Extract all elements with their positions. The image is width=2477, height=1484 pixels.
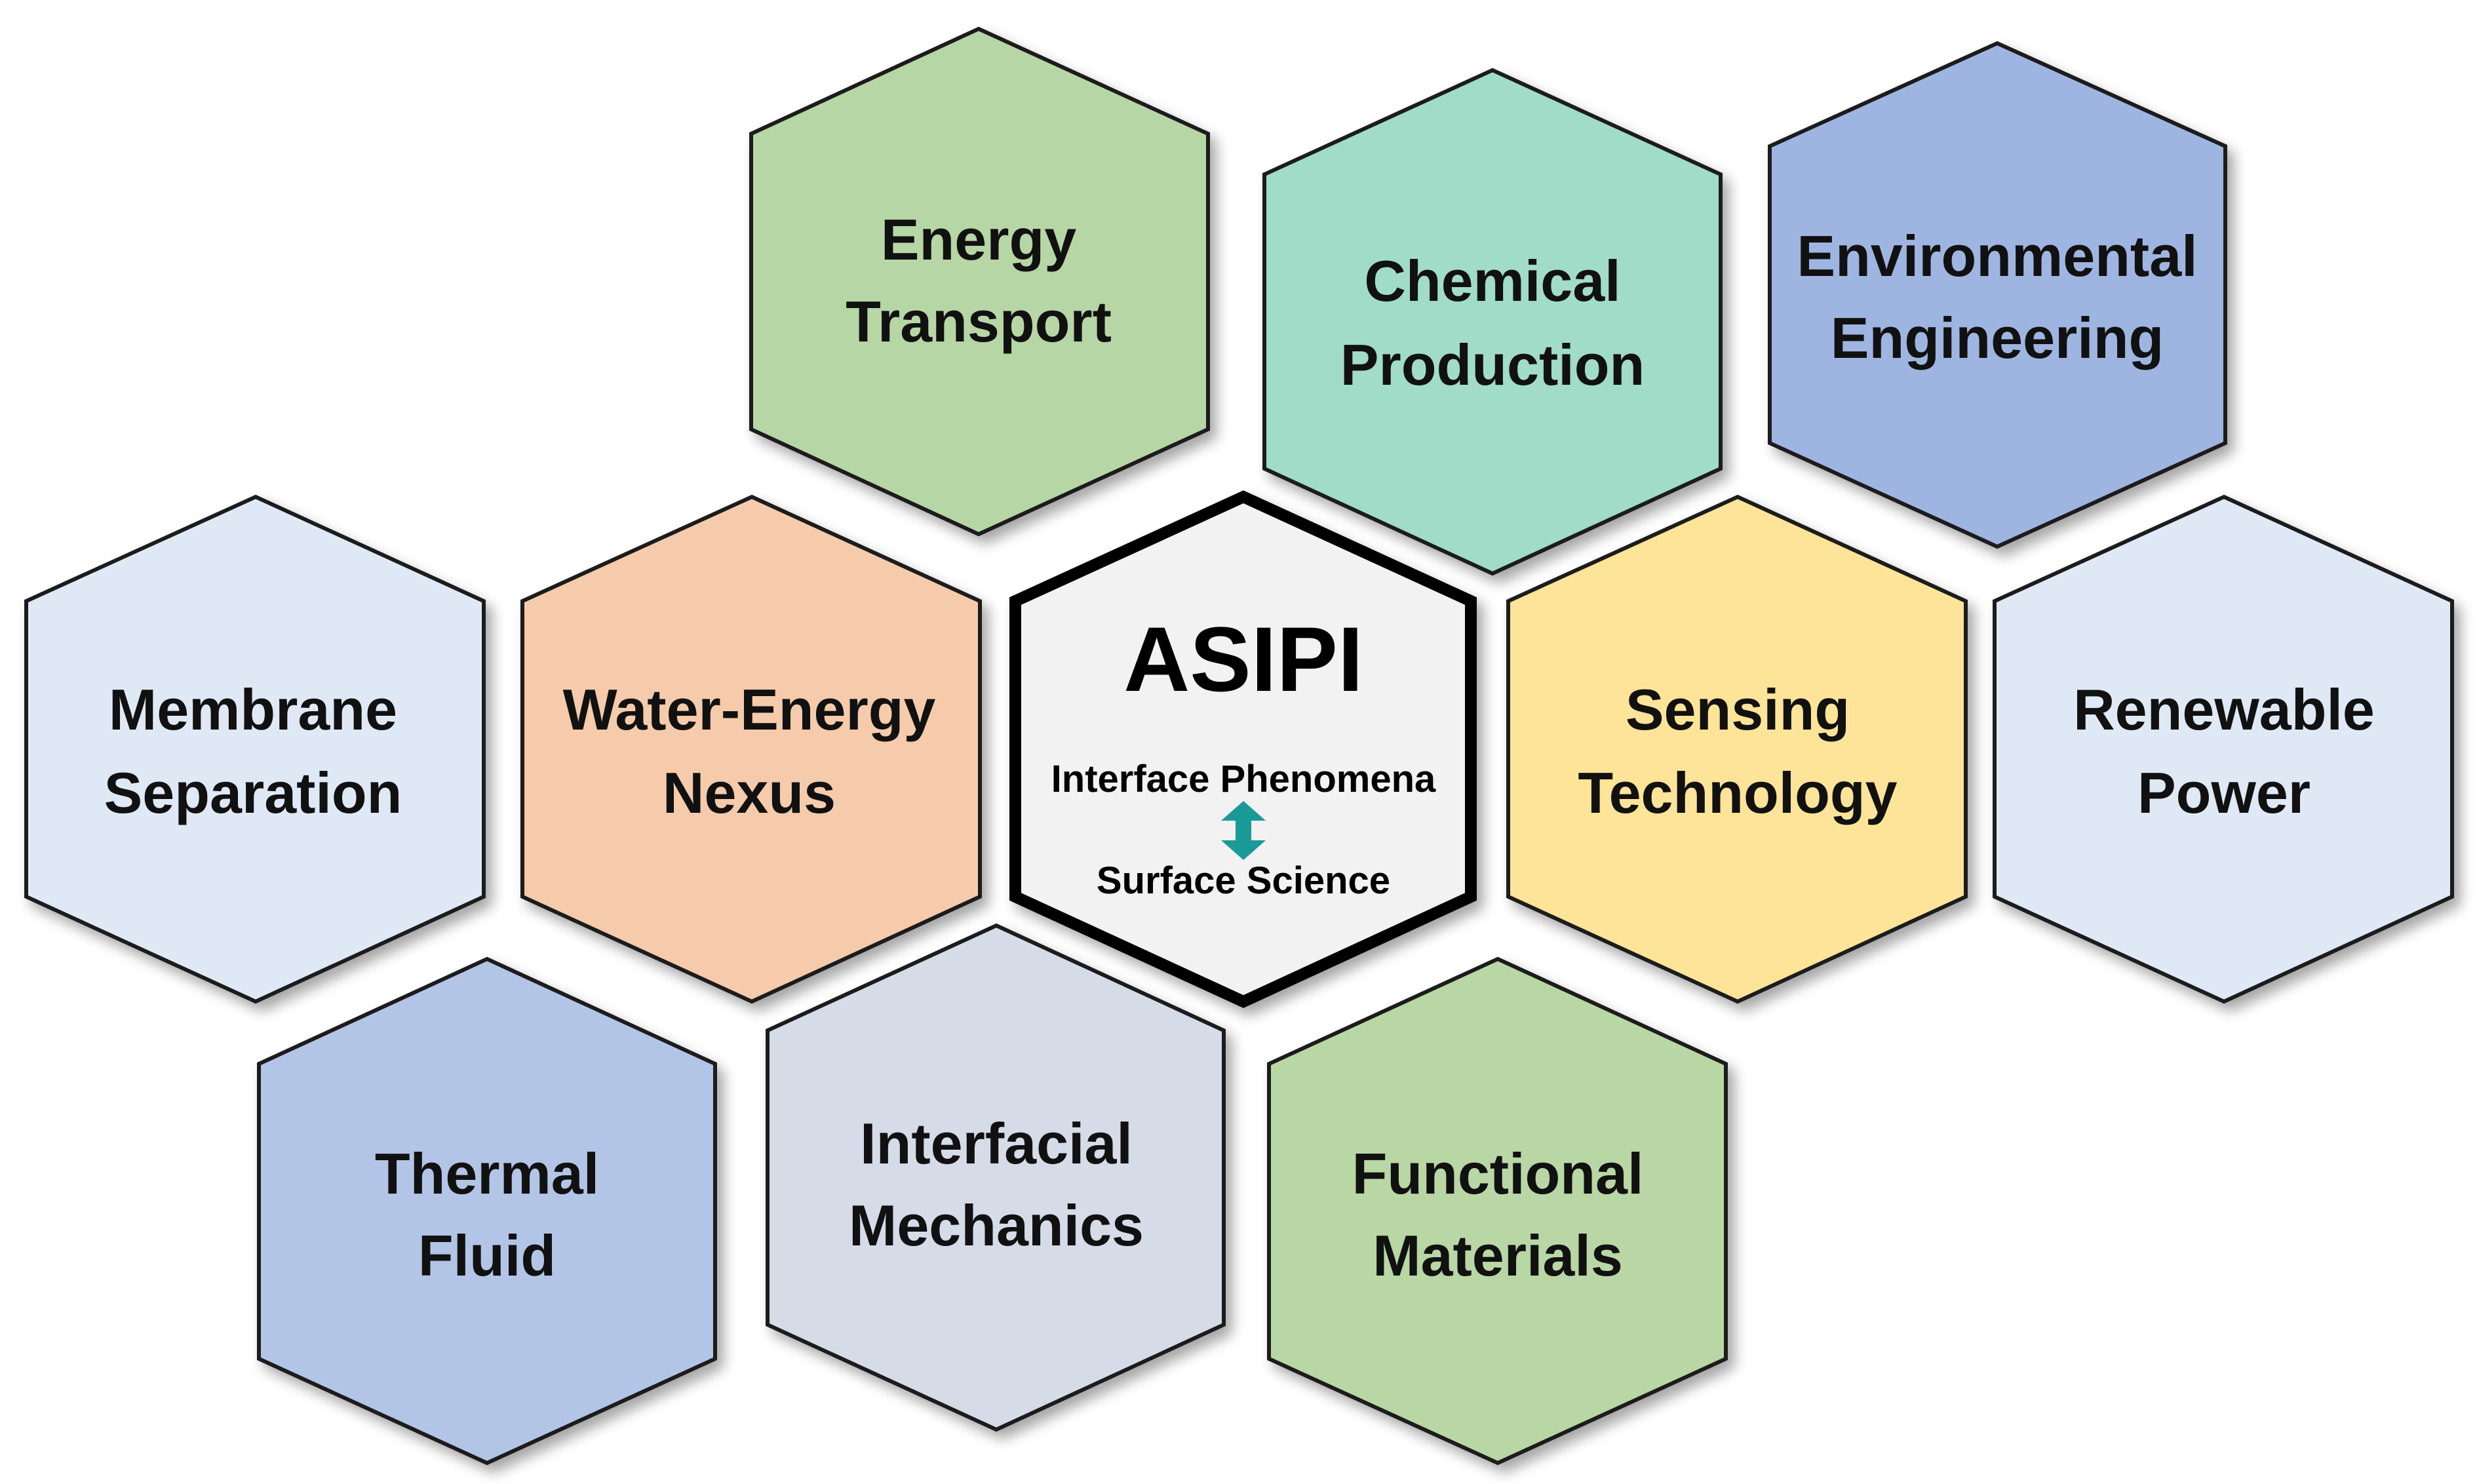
hex-shape [1262,68,1723,576]
hex-label-line2: Technology [1578,760,1897,825]
hex-shape [749,26,1210,537]
hex-label-line1: Water-Energy [563,677,936,742]
hex-membrane-separation: Membrane Separation [24,494,486,1004]
hex-shape [257,956,717,1466]
hex-label-line1: Functional [1352,1141,1644,1206]
center-line2: Surface Science [1097,859,1390,902]
center-line1: Interface Phenomena [1051,758,1436,800]
hex-shape [1993,494,2454,1004]
hex-energy-transport: Energy Transport [749,26,1210,537]
hex-label-line1: Chemical [1364,248,1620,313]
hex-shape [24,494,486,1004]
hex-label-line2: Power [2137,760,2311,825]
hex-shape [520,494,982,1004]
hex-label-line1: Thermal [375,1141,599,1206]
hex-label-line1: Renewable [2073,677,2375,742]
hex-functional-materials: Functional Materials [1267,956,1728,1466]
hex-label-line2: Separation [104,760,402,825]
hex-shape [1267,956,1728,1466]
hex-label-line1: Sensing [1626,677,1850,742]
hex-label-line2: Materials [1373,1223,1623,1288]
hex-label-line2: Fluid [418,1223,556,1288]
double-arrow-icon-shape [1221,801,1266,860]
hex-shape [1506,494,1968,1004]
hex-label-line2: Engineering [1831,305,2164,370]
hex-label-line1: Interfacial [860,1111,1133,1176]
hex-label-line1: Membrane [109,677,397,742]
hex-environmental-engineering: Environmental Engineering [1768,41,2227,549]
hex-label-line2: Nexus [663,760,836,825]
hex-water-energy-nexus: Water-Energy Nexus [520,494,982,1004]
center-title: ASIPI [1123,608,1363,711]
hex-chemical-production: Chemical Production [1262,68,1723,576]
hex-label-line1: Environmental [1797,224,2197,288]
hex-sensing-technology: Sensing Technology [1506,494,1968,1004]
hex-label-line2: Production [1340,332,1645,397]
hex-shape [766,923,1226,1432]
center-hex-shape [1009,490,1477,1008]
hex-label-line2: Mechanics [849,1193,1144,1258]
hex-label-line2: Transport [846,289,1112,354]
hex-renewable-power: Renewable Power [1993,494,2454,1004]
hex-interfacial-mechanics: Interfacial Mechanics [766,923,1226,1432]
hex-thermal-fluid: Thermal Fluid [257,956,717,1466]
hex-label-line1: Energy [881,207,1076,272]
hex-center-asipi: ASIPI Interface Phenomena Surface Scienc… [1009,490,1477,1008]
hex-shape [1768,41,2227,549]
double-arrow-icon [1221,801,1266,860]
